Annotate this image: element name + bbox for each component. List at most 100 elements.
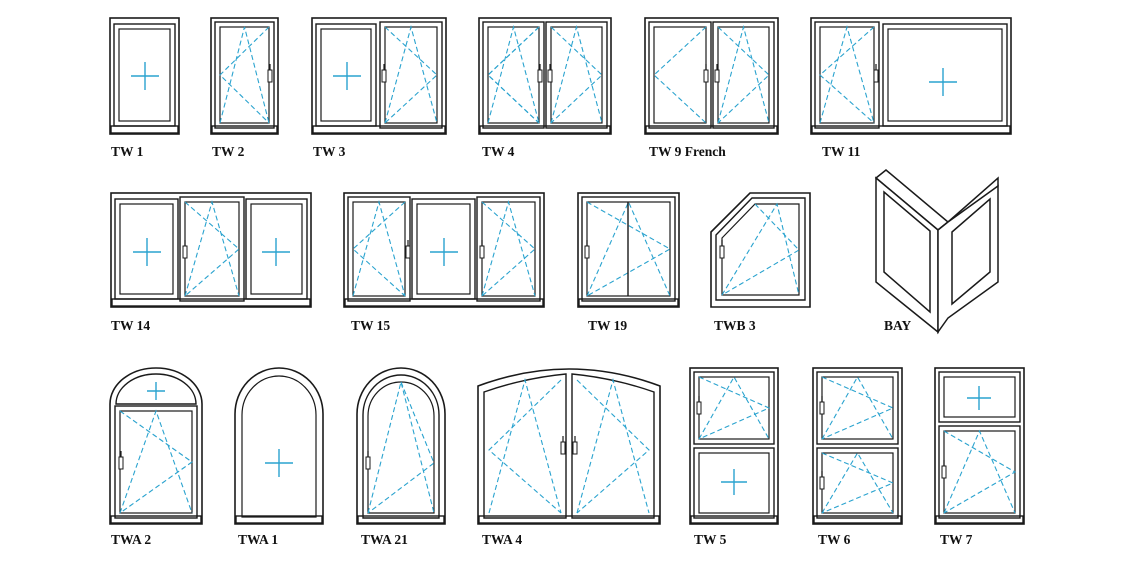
window-tw11 bbox=[810, 17, 1012, 135]
label-tw9-french: TW 9 French bbox=[649, 144, 726, 159]
turn-opening-lines bbox=[488, 379, 562, 514]
handle bbox=[365, 456, 371, 470]
glass-pane bbox=[487, 26, 540, 124]
handle bbox=[819, 476, 825, 490]
label-tw1: TW 1 bbox=[111, 144, 144, 159]
window-labels: TW 1 TW 2 TW 3 TW 4 TW 9 French TW 11 TW… bbox=[111, 144, 973, 547]
turn-opening-lines bbox=[821, 376, 895, 440]
sill bbox=[813, 515, 902, 524]
sill bbox=[578, 298, 679, 307]
tilt-opening-lines bbox=[943, 429, 1016, 514]
tilt-opening-lines bbox=[819, 24, 875, 124]
glass-pane bbox=[887, 28, 1003, 122]
window-tw3 bbox=[311, 17, 447, 135]
glass-pane bbox=[721, 203, 800, 296]
sash bbox=[114, 405, 198, 519]
handle bbox=[182, 245, 188, 259]
label-tw6: TW 6 bbox=[818, 532, 851, 547]
label-bay: BAY bbox=[884, 318, 912, 333]
window-drawings bbox=[109, 17, 1025, 525]
sash bbox=[482, 21, 545, 129]
sill bbox=[690, 515, 778, 524]
tilt-opening-lines bbox=[219, 26, 270, 124]
sash bbox=[938, 371, 1021, 423]
label-tw4: TW 4 bbox=[482, 144, 515, 159]
bay-right-glass bbox=[951, 197, 991, 306]
sash bbox=[114, 198, 179, 300]
label-tw3: TW 3 bbox=[313, 144, 346, 159]
sill bbox=[479, 125, 611, 134]
glass-pane bbox=[481, 201, 536, 297]
turn-opening-lines bbox=[721, 203, 800, 296]
sash bbox=[245, 198, 308, 300]
window-twa21 bbox=[356, 367, 446, 525]
window-twa1 bbox=[234, 367, 324, 525]
turn-opening-lines bbox=[717, 26, 770, 124]
handle bbox=[405, 245, 411, 259]
glass-pane bbox=[241, 375, 317, 518]
tilt-opening-lines bbox=[821, 451, 894, 514]
tilt-opening-lines bbox=[119, 409, 193, 514]
sash bbox=[648, 21, 712, 129]
tilt-opening-lines bbox=[367, 381, 435, 514]
fanlight bbox=[115, 373, 197, 405]
label-twa21: TWA 21 bbox=[361, 532, 408, 547]
sash bbox=[411, 198, 476, 300]
glass-pane bbox=[717, 26, 770, 124]
glass-pane bbox=[352, 201, 406, 297]
sill bbox=[211, 125, 278, 134]
handle bbox=[560, 441, 566, 455]
tilt-opening-lines bbox=[550, 24, 603, 124]
turn-opening-lines bbox=[119, 410, 193, 514]
window-tw4 bbox=[478, 17, 612, 135]
turn-opening-lines bbox=[698, 376, 771, 440]
sash-left bbox=[483, 373, 567, 519]
window-twb3 bbox=[710, 192, 811, 308]
tilt-opening-lines bbox=[717, 24, 770, 124]
sash bbox=[379, 21, 443, 129]
label-twa4: TWA 4 bbox=[482, 532, 522, 547]
handle bbox=[719, 245, 725, 259]
glass-pane bbox=[119, 410, 193, 514]
tilt-opening-lines bbox=[576, 377, 650, 514]
turn-opening-lines bbox=[550, 26, 603, 124]
handle bbox=[941, 465, 947, 479]
sash bbox=[816, 371, 899, 445]
handle bbox=[819, 401, 825, 415]
turn-opening-lines bbox=[352, 201, 406, 297]
turn-opening-lines bbox=[576, 379, 650, 514]
glass-pane bbox=[320, 28, 372, 122]
sash bbox=[545, 21, 608, 129]
tilt-opening-lines bbox=[487, 24, 540, 124]
window-tw6 bbox=[812, 367, 903, 525]
glass-pane bbox=[384, 26, 438, 124]
label-tw11: TW 11 bbox=[822, 144, 861, 159]
tilt-opening-lines bbox=[352, 199, 406, 297]
glass-pane bbox=[821, 376, 894, 440]
glass-pane bbox=[367, 381, 435, 514]
tilt-opening-lines bbox=[184, 200, 240, 297]
sash-right bbox=[571, 373, 655, 519]
sill bbox=[357, 515, 445, 524]
window-tw9-french bbox=[644, 17, 779, 135]
turn-opening-lines bbox=[821, 452, 895, 514]
handle bbox=[479, 245, 485, 259]
window-twa2 bbox=[109, 367, 203, 525]
turn-opening-lines bbox=[819, 26, 875, 124]
sill bbox=[110, 515, 202, 524]
glass-pane bbox=[184, 201, 240, 297]
sash bbox=[938, 425, 1021, 519]
handle bbox=[381, 69, 387, 83]
handle bbox=[696, 401, 702, 415]
turn-opening-lines bbox=[943, 430, 1017, 514]
sill bbox=[312, 125, 446, 134]
tilt-opening-lines bbox=[586, 200, 671, 297]
glass-pane bbox=[550, 26, 603, 124]
label-tw7: TW 7 bbox=[940, 532, 973, 547]
window-tw5 bbox=[689, 367, 779, 525]
handle bbox=[584, 245, 590, 259]
sash bbox=[712, 21, 775, 129]
label-tw14: TW 14 bbox=[111, 318, 150, 333]
glass-pane bbox=[219, 26, 270, 124]
window-twa4 bbox=[477, 368, 661, 525]
